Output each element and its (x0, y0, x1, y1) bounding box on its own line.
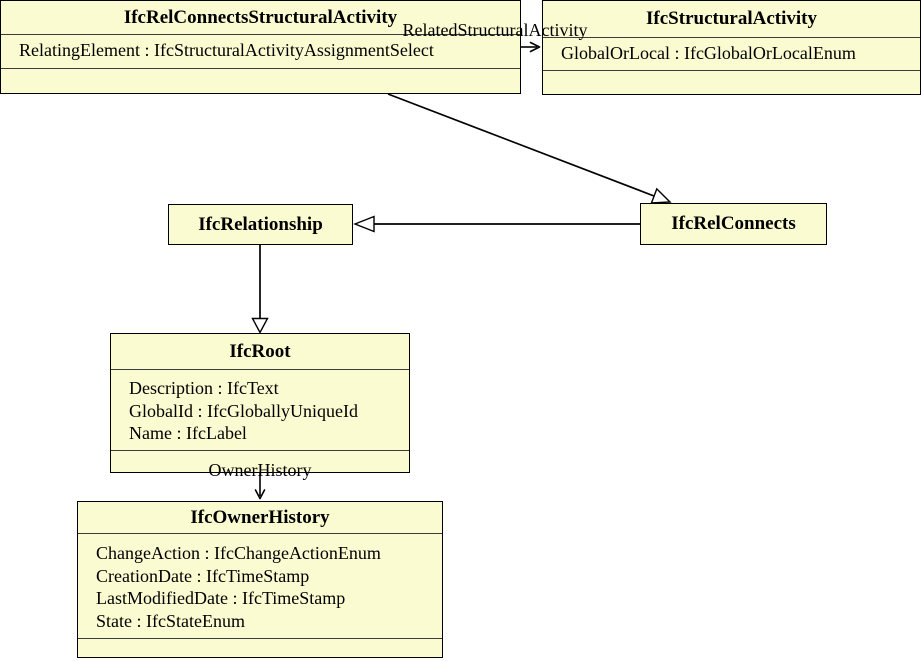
class-attributes: RelatingElement : IfcStructuralActivityA… (1, 34, 520, 68)
attribute: State : IfcStateEnum (96, 610, 245, 631)
class-attributes: GlobalOrLocal : IfcGlobalOrLocalEnum (543, 37, 920, 70)
attribute: Name : IfcLabel (129, 423, 247, 443)
generalization-arrow-relconnects-to-relationship (353, 215, 640, 233)
generalization-arrow-relconnectsstructuralactivity-to-relconnects (387, 93, 672, 204)
attribute: RelatingElement : IfcStructuralActivityA… (19, 40, 434, 60)
attribute: Description : IfcText (129, 378, 279, 398)
attribute: GlobalId : IfcGloballyUniqueId (129, 400, 358, 421)
class-attributes: Description : IfcText GlobalId : IfcGlob… (111, 369, 409, 450)
attribute: CreationDate : IfcTimeStamp (96, 565, 310, 586)
generalization-arrow-relationship-to-root (251, 245, 269, 334)
edge-label-owner-history: OwnerHistory (208, 460, 312, 480)
class-attributes: ChangeAction : IfcChangeActionEnum Creat… (78, 533, 442, 638)
class-box-ifcownerhistory[interactable]: IfcOwnerHistory ChangeAction : IfcChange… (77, 501, 443, 658)
class-title: IfcRelConnects (671, 213, 796, 234)
class-box-ifcstructuralactivity[interactable]: IfcStructuralActivity GlobalOrLocal : If… (542, 0, 921, 95)
attribute: GlobalOrLocal : IfcGlobalOrLocalEnum (561, 43, 856, 63)
class-operations-compartment (111, 450, 409, 472)
attribute: ChangeAction : IfcChangeActionEnum (96, 543, 381, 563)
association-arrow-owner-history (254, 473, 266, 500)
class-title: IfcRoot (229, 340, 291, 362)
attribute: LastModifiedDate : IfcTimeStamp (96, 588, 346, 608)
class-box-ifcrelconnects[interactable]: IfcRelConnects (640, 203, 827, 245)
class-operations-compartment (1, 68, 520, 93)
class-title: IfcOwnerHistory (190, 506, 330, 528)
association-arrow-related-structural-activity (521, 41, 541, 53)
class-box-ifcroot[interactable]: IfcRoot Description : IfcText GlobalId :… (110, 333, 410, 473)
class-title: IfcRelConnectsStructuralActivity (123, 6, 398, 28)
class-box-ifcrelconnectsstructuralactivity[interactable]: IfcRelConnectsStructuralActivity Relatin… (0, 0, 521, 94)
class-title: IfcRelationship (198, 213, 323, 235)
class-box-ifcrelationship[interactable]: IfcRelationship (168, 204, 353, 245)
class-title: IfcStructuralActivity (646, 8, 817, 29)
class-operations-compartment (78, 638, 442, 657)
class-operations-compartment (543, 70, 920, 94)
edge-label-related-structural-activity: RelatedStructuralActivity (402, 20, 588, 40)
